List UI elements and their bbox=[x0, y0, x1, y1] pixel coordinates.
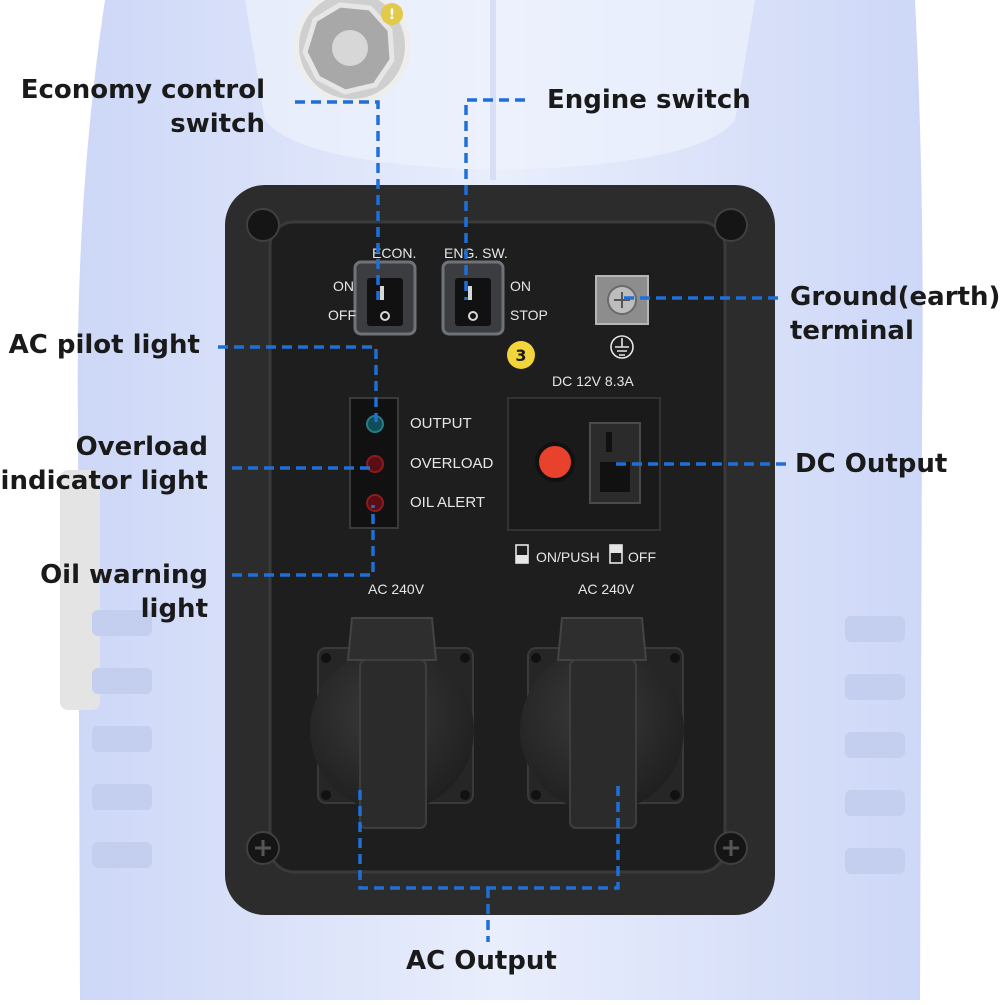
callout-ac-output: AC Output bbox=[406, 946, 557, 976]
callout-dc-output: DC Output bbox=[795, 449, 948, 479]
ground-symbol-icon bbox=[610, 335, 634, 359]
output-label: OUTPUT bbox=[410, 415, 472, 432]
callout-oil-warning-light: Oil warning light bbox=[0, 558, 208, 626]
indicator-lights bbox=[349, 397, 399, 529]
ac-left-label: AC 240V bbox=[368, 581, 425, 597]
oil-alert-label: OIL ALERT bbox=[410, 494, 485, 511]
callout-engine-switch: Engine switch bbox=[547, 85, 751, 115]
callout-overload-line2: indicator light bbox=[0, 466, 208, 496]
callout-economy-switch: Economy control switch bbox=[20, 73, 265, 141]
callout-oil-line2: light bbox=[140, 594, 208, 624]
engine-switch[interactable] bbox=[441, 260, 505, 336]
eng-on-label: ON bbox=[510, 278, 531, 294]
leader-lines bbox=[218, 98, 786, 942]
leader-engine bbox=[464, 98, 525, 300]
dc-off-label: OFF bbox=[628, 549, 656, 565]
overload-light bbox=[366, 455, 384, 473]
callout-economy-line1: Economy control bbox=[20, 75, 265, 105]
econ-badge-label: ! bbox=[389, 7, 395, 23]
side-handle bbox=[60, 470, 100, 710]
econ-badge-icon: ! bbox=[293, 0, 411, 105]
eng-stop-label: STOP bbox=[510, 307, 548, 323]
callout-economy-line2: switch bbox=[170, 109, 265, 139]
ac-socket-left[interactable] bbox=[310, 617, 474, 829]
left-vents bbox=[92, 610, 152, 868]
econ-on-label: ON bbox=[333, 278, 354, 294]
dc-on-push-label: ON/PUSH bbox=[536, 549, 600, 565]
dc-reset-button[interactable] bbox=[535, 442, 575, 482]
econ-off-label: OFF bbox=[328, 307, 356, 323]
dc-on-push-icon bbox=[515, 544, 529, 564]
econ-label: ECON. bbox=[372, 245, 416, 261]
dc-off-icon bbox=[609, 544, 623, 564]
warning-badge-icon: 3 bbox=[507, 341, 535, 369]
oil-alert-light bbox=[366, 494, 384, 512]
callout-overload-line1: Overload bbox=[75, 432, 208, 462]
callout-ground-terminal: Ground(earth) terminal bbox=[790, 280, 1000, 348]
eng-sw-label: ENG. SW. bbox=[444, 245, 508, 261]
callout-overload-light: Overload indicator light bbox=[0, 430, 208, 498]
callout-ground-line2: terminal bbox=[790, 316, 914, 346]
panel-screws bbox=[246, 208, 748, 865]
ac-socket-right[interactable] bbox=[520, 617, 684, 829]
overload-label: OVERLOAD bbox=[410, 455, 494, 472]
leader-ac-pilot bbox=[218, 345, 378, 422]
callout-ac-pilot-light: AC pilot light bbox=[8, 330, 200, 360]
warning-badge-label: 3 bbox=[515, 346, 526, 365]
right-vents bbox=[845, 616, 905, 874]
ground-terminal[interactable] bbox=[595, 275, 649, 325]
econ-switch[interactable] bbox=[353, 260, 417, 336]
callout-ground-line1: Ground(earth) bbox=[790, 282, 1000, 312]
leader-economy bbox=[295, 100, 380, 300]
callout-oil-line1: Oil warning bbox=[40, 560, 208, 590]
dc-rating-label: DC 12V 8.3A bbox=[552, 373, 634, 389]
ac-right-label: AC 240V bbox=[578, 581, 635, 597]
